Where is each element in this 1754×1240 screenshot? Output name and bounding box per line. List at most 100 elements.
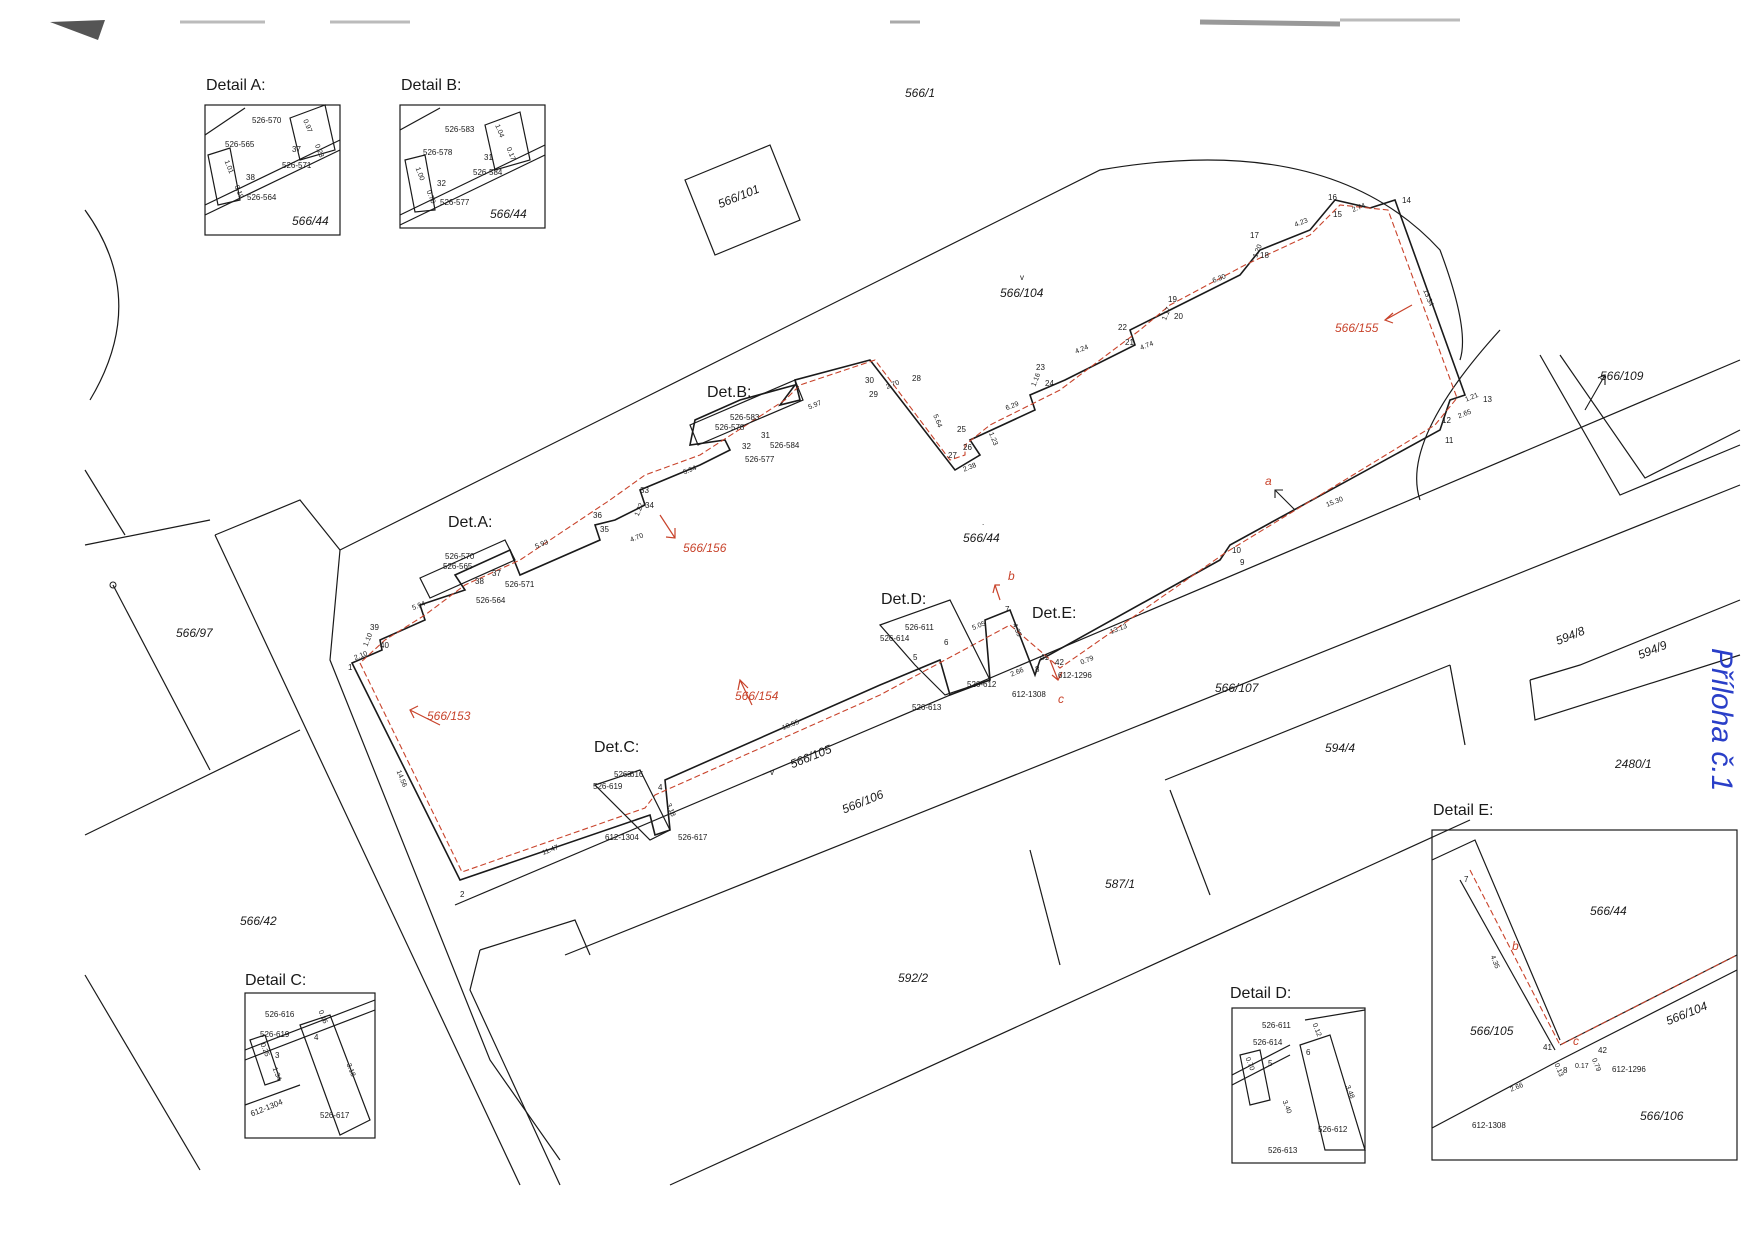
detail-text: 0.16 (317, 1009, 329, 1024)
point-number: 19 (1168, 295, 1177, 304)
point-number: 28 (912, 374, 921, 383)
detail-text: 1.34 (271, 1066, 283, 1081)
dimension-label: 1.20 (1252, 244, 1264, 259)
dimension-label: 0.79 (1080, 655, 1095, 667)
dimension-label: 4.23 (1294, 217, 1309, 229)
dimension-label: 18.55 (781, 719, 800, 732)
point-number: 15 (1333, 210, 1342, 219)
dimension-label: 13.34 (1421, 288, 1434, 307)
dimension-label: 5.05 (971, 620, 986, 632)
detail-label: Det.B: (707, 384, 751, 401)
red-parcel-label: 566/153 (427, 709, 471, 723)
detail-text: 0.13 (1553, 1062, 1565, 1077)
point-number: 26 (963, 443, 972, 452)
dimension-label: 1.22 (634, 502, 646, 517)
detail-text: 566/106 (1640, 1109, 1684, 1123)
dimension-label: 4.74 (1139, 340, 1154, 352)
detail-text: 526-583 (445, 125, 475, 134)
detail-text: 566/44 (1590, 904, 1627, 918)
point-number: 35 (600, 525, 609, 534)
point-number: 18 (1260, 251, 1269, 260)
dimension-label: 11.47 (541, 844, 559, 857)
detail-label: Det.C: (594, 739, 639, 756)
detail-text: 526-577 (440, 198, 470, 207)
point-number: 20 (1174, 312, 1183, 321)
point-number: 24 (1045, 379, 1054, 388)
detail-text: 526-564 (247, 193, 277, 202)
building-code: 526-570 (445, 552, 475, 561)
building-code: 526-578 (715, 423, 745, 432)
detail-text: 1.00 (414, 166, 426, 181)
detail-text: 3.40 (1281, 1099, 1293, 1114)
point-number: 37 (492, 569, 501, 578)
detail-text: 42 (1598, 1046, 1607, 1055)
point-number: 5 (913, 653, 918, 662)
point-number: 6 (944, 638, 949, 647)
dimension-label: 1.23 (987, 431, 999, 446)
arrow-letter: a (1265, 474, 1272, 488)
detail-text: 0.70 (425, 189, 437, 204)
detail-text: 3.48 (1344, 1084, 1356, 1099)
dimension-label: 2.65 (1457, 409, 1472, 421)
detail-text: 526-611 (1262, 1021, 1291, 1030)
detail-box-c: Detail C: 526-616 526-619 612-1304 526-6… (244, 972, 376, 1139)
detail-text: 38 (246, 173, 255, 182)
point-number: 32 (742, 442, 751, 451)
point-number: 17 (1250, 231, 1259, 240)
building-code: 526-583 (730, 413, 760, 422)
detail-text: 2.66 (1509, 1082, 1524, 1094)
dimension-label: 3.18 (665, 802, 677, 817)
detail-text: 526-578 (423, 148, 453, 157)
detail-text: 0.79 (1590, 1057, 1602, 1072)
dimension-label: 1.10 (363, 632, 375, 647)
building-code: 526-613 (912, 703, 942, 712)
detail-text: 32 (437, 179, 446, 188)
point-number: 10 (1232, 546, 1241, 555)
detail-text: c (1573, 1034, 1579, 1048)
building-code: 526-617 (678, 833, 708, 842)
detail-text: 5 (1268, 1059, 1273, 1068)
point-number: 30 (865, 376, 874, 385)
point-number: 25 (957, 425, 966, 434)
detail-text: 4 (314, 1033, 319, 1042)
point-number: 38 (475, 577, 484, 586)
point-number: 31 (761, 431, 770, 440)
building-code: 612-1304 (605, 833, 639, 842)
building-code: 526-577 (745, 455, 775, 464)
building-code: 526-616 (614, 770, 644, 779)
detail-text: 526-570 (252, 116, 282, 125)
parcel-label: 566/42 (240, 914, 277, 928)
parcel-label: 2480/1 (1614, 757, 1652, 771)
parcel-label: 566/105 (788, 742, 834, 771)
dimension-label: 1.21 (1464, 392, 1479, 404)
point-number: 29 (869, 390, 878, 399)
red-parcel-label: 566/155 (1335, 321, 1379, 335)
detail-text: 0.23 (313, 143, 325, 158)
dimension-label: 4.70 (629, 532, 644, 544)
detail-text: 526-612 (1318, 1125, 1348, 1134)
detail-box-title: Detail D: (1230, 985, 1291, 1002)
arrow-letter: b (1008, 569, 1015, 583)
point-number: 11 (1445, 436, 1454, 445)
building-code: 526-565 (443, 562, 473, 571)
dimension-label: 2.74 (1351, 202, 1366, 214)
detail-box-title: Detail C: (245, 972, 306, 989)
parcel-label: 592/2 (898, 971, 928, 985)
detail-text: 6 (1306, 1048, 1311, 1057)
sheet-annotation: Příloha č.1 (1705, 648, 1738, 791)
detail-text: 526-616 (265, 1010, 295, 1019)
parcel-label: 566/109 (1600, 369, 1644, 383)
detail-label: Det.D: (881, 591, 926, 608)
dimension-label: 2.10 (353, 650, 368, 662)
dimension-label: 1.17 (1161, 306, 1173, 321)
detail-text: 0.25 (259, 1042, 271, 1057)
dimension-label: 4.24 (1074, 344, 1089, 356)
parcel-label: 566/107 (1215, 681, 1260, 695)
detail-text: 566/44 (292, 214, 329, 228)
point-number: 42 (1055, 658, 1064, 667)
detail-text: 31 (484, 153, 493, 162)
detail-text: 3.18 (345, 1062, 357, 1077)
detail-text: 1.04 (493, 123, 505, 138)
point-number: 41 (1040, 653, 1049, 662)
detail-text: 7 (1464, 875, 1469, 884)
